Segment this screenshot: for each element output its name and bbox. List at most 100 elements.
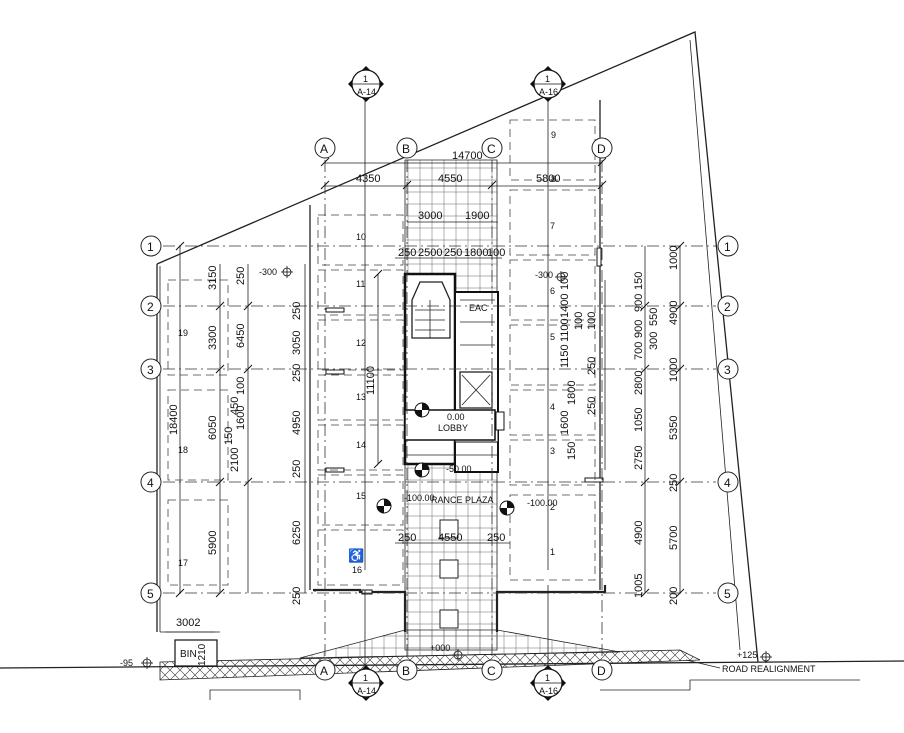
- dim-left-a-4: 5900: [207, 531, 219, 555]
- svg-text:A-14: A-14: [357, 87, 376, 97]
- dim-right-b-8: 1050: [633, 408, 645, 432]
- dim-core-w-3: 250: [444, 247, 462, 259]
- dim-right-b-6: 900: [633, 320, 645, 338]
- level-plaza-a: -50.00: [446, 464, 472, 474]
- grid-bubble-d-bottom: D: [591, 659, 613, 681]
- dim-right-c-5: 100: [573, 312, 585, 330]
- grid-bubble-2-left: 2: [140, 295, 162, 317]
- grid-bubble-1-left: 1: [140, 235, 162, 257]
- bay-number: 1: [550, 547, 555, 557]
- dim-right-b-11: 1005: [633, 574, 645, 598]
- dim-left-b-6: 1600: [235, 406, 247, 430]
- bay-number: 14: [356, 440, 366, 450]
- parking-bays: [167, 119, 596, 586]
- section-marker-bottom-left: 1 A-14: [348, 665, 384, 701]
- grid-bubble-d-top: D: [591, 137, 613, 159]
- dim-left-a-1: 3150: [207, 266, 219, 290]
- dimension-lines: [165, 162, 681, 633]
- svg-text:4: 4: [724, 476, 731, 490]
- section-marker-top-left: 1 A-14: [348, 66, 384, 102]
- bay-number: 17: [178, 558, 188, 568]
- dim-right-c-1: 100: [559, 272, 571, 290]
- dim-right-a-7: 200: [668, 587, 680, 605]
- svg-text:4: 4: [147, 476, 154, 490]
- svg-text:B: B: [402, 142, 410, 156]
- dim-bottom-left: 3002: [176, 617, 200, 629]
- dim-left-b-2: 6450: [235, 324, 247, 348]
- dim-top-seg-2: 4550: [438, 173, 462, 185]
- dim-bottom-core-3: 250: [487, 532, 505, 544]
- bay-number: 13: [356, 392, 366, 402]
- level-upper-left: -300: [259, 267, 277, 277]
- bay-number: 4: [550, 402, 555, 412]
- grid-bubble-3-left: 3: [140, 358, 162, 380]
- dim-left-c-1: 250: [291, 302, 303, 320]
- dim-core-w-1: 250: [398, 247, 416, 259]
- accessible-parking-icon: ♿: [348, 548, 364, 563]
- dim-right-a-3: 1000: [668, 358, 680, 382]
- dim-left-c-6: 6250: [291, 521, 303, 545]
- dim-right-b-7: 2800: [633, 371, 645, 395]
- dim-right-a-2: 4900: [668, 301, 680, 325]
- bin-label: BIN: [180, 649, 197, 660]
- dim-right-c-7: 250: [586, 357, 598, 375]
- dim-right-c-10: 1600: [559, 411, 571, 435]
- svg-text:C: C: [487, 142, 496, 156]
- grid-bubble-c-bottom: C: [481, 659, 503, 681]
- road-realignment-label: ROAD REALIGNMENT: [722, 664, 816, 674]
- perimeter-walls: [309, 100, 607, 632]
- svg-text:3: 3: [724, 363, 731, 377]
- svg-text:3: 3: [147, 363, 154, 377]
- dim-top-sub-1: 3000: [418, 210, 442, 222]
- datum-target-symbol: [376, 402, 515, 516]
- dim-top-overall: 14700: [452, 150, 483, 162]
- svg-text:1: 1: [363, 673, 368, 683]
- dim-left-c-5: 250: [291, 460, 303, 478]
- dim-top-seg-1: 4350: [356, 173, 380, 185]
- svg-text:5: 5: [147, 587, 154, 601]
- dim-core-w-2: 2500: [418, 247, 442, 259]
- grid-bubble-a-bottom: A: [314, 659, 336, 681]
- dim-right-c-9: 250: [586, 397, 598, 415]
- dim-top-sub-2: 1900: [465, 210, 489, 222]
- bin-dimension: 1210: [197, 643, 208, 666]
- grid-bubble-c-top: C: [481, 137, 503, 159]
- bay-number: 15: [356, 491, 366, 501]
- dim-bottom-core-1: 250: [398, 532, 416, 544]
- dim-right-b-5: 700: [633, 342, 645, 360]
- dim-left-b-1: 250: [235, 267, 247, 285]
- dim-right-b-10: 4900: [633, 521, 645, 545]
- lobby-label: LOBBY: [438, 423, 468, 433]
- dim-right-a-5: 250: [668, 474, 680, 492]
- bay-number: 11: [356, 279, 365, 289]
- dim-right-a-6: 5700: [668, 526, 680, 550]
- dim-left-b-4: 100: [235, 377, 247, 395]
- level-right-edge: +125: [737, 650, 757, 660]
- section-marker-bottom-right: 1 A-16: [530, 665, 566, 701]
- svg-text:1: 1: [724, 240, 731, 254]
- dim-left-c-3: 250: [291, 364, 303, 382]
- svg-text:1: 1: [363, 74, 368, 84]
- svg-text:A-14: A-14: [357, 686, 376, 696]
- dim-top-seg-3: 5800: [536, 173, 560, 185]
- bay-number: 16: [352, 565, 362, 575]
- level-left-edge: -95: [120, 658, 133, 668]
- dim-right-b-3: 550: [648, 308, 660, 326]
- dimension-ticks: [175, 157, 685, 598]
- dim-core-height: 11100: [365, 366, 377, 395]
- svg-text:D: D: [597, 664, 606, 678]
- dim-right-c-6: 100: [586, 312, 598, 330]
- svg-text:A: A: [320, 664, 328, 678]
- dim-right-c-11: 150: [566, 442, 578, 460]
- dim-right-c-3: 1100: [559, 318, 571, 342]
- dim-left-c-2: 3050: [291, 331, 303, 355]
- bay-number: 19: [178, 328, 188, 338]
- bay-number: 2: [550, 502, 555, 512]
- svg-text:C: C: [487, 664, 496, 678]
- grid-bubble-1-right: 1: [717, 235, 739, 257]
- grid-bubble-2-right: 2: [717, 295, 739, 317]
- grid-bubble-5-right: 5: [717, 582, 739, 604]
- dim-right-b-4: 300: [648, 332, 660, 350]
- dim-left-b-7: 2100: [229, 448, 241, 472]
- svg-text:1: 1: [545, 673, 550, 683]
